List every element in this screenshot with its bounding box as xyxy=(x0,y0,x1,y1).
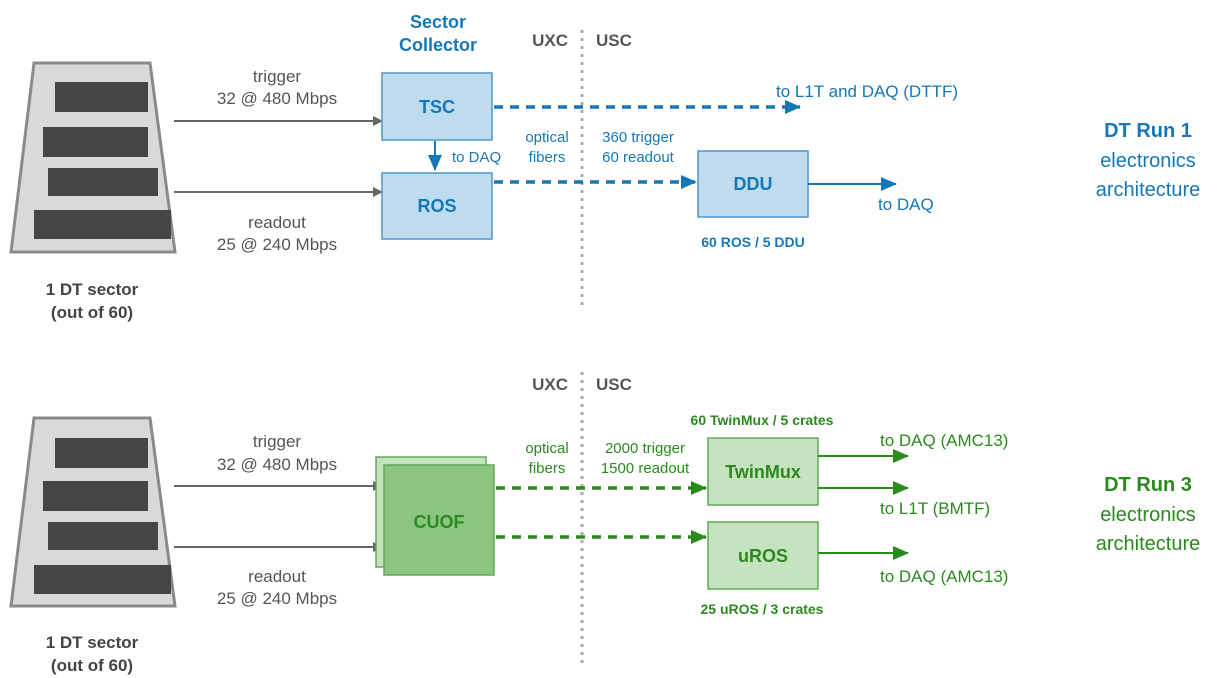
run3-zone-usc: USC xyxy=(596,375,632,394)
run3-uros-box xyxy=(707,521,819,590)
run3-readout-count: 1500 readout xyxy=(601,460,690,477)
run3-twinmux-label: TwinMux xyxy=(725,462,801,482)
run3-subtitle-2: architecture xyxy=(1096,533,1201,555)
run3-optical-1: optical xyxy=(525,440,568,457)
run3-trigger-count: 2000 trigger xyxy=(605,440,685,457)
run1-zone-uxc: UXC xyxy=(532,31,568,50)
run1-to-daq-small: to DAQ xyxy=(452,149,501,166)
run3-sector-bar-4 xyxy=(34,565,171,594)
run1-sector-bar-3 xyxy=(48,168,158,196)
run1-trigger-label: trigger xyxy=(253,67,302,86)
run1-dttf-target: to L1T and DAQ (DTTF) xyxy=(776,82,958,101)
run1-trigger-rate: 32 @ 480 Mbps xyxy=(217,89,337,108)
run3-trigger-label: trigger xyxy=(253,432,302,451)
run3-cuof-label: CUOF xyxy=(414,512,465,532)
run3-twinmux-count: 60 TwinMux / 5 crates xyxy=(691,412,834,428)
run1-collector-title-1: Sector xyxy=(410,12,466,32)
run1-zone-usc: USC xyxy=(596,31,632,50)
run3-trigger-rate: 32 @ 480 Mbps xyxy=(217,455,337,474)
run3-sector-bar-2 xyxy=(43,481,148,511)
run3-twinmux-box xyxy=(707,437,819,506)
run3-zone-uxc: UXC xyxy=(532,375,568,394)
run1-optical-1: optical xyxy=(525,129,568,146)
run3-uros-out: to DAQ (AMC13) xyxy=(880,567,1008,586)
run3-uros-label: uROS xyxy=(738,546,788,566)
run1-ddu-box xyxy=(697,150,809,218)
run1-readout-label: readout xyxy=(248,213,306,232)
run3-section: 1 DT sector (out of 60) trigger 32 @ 480… xyxy=(9,372,1201,675)
run1-subtitle-2: architecture xyxy=(1096,179,1201,201)
run1-ros-ddu-count: 60 ROS / 5 DDU xyxy=(701,234,804,250)
run1-sector-bar-4 xyxy=(34,210,171,239)
run1-ddu-output: to DAQ xyxy=(878,195,934,214)
run3-twinmux-out-l1t: to L1T (BMTF) xyxy=(880,499,990,518)
run1-readout-rate: 25 @ 240 Mbps xyxy=(217,235,337,254)
run1-readout-count: 60 readout xyxy=(602,149,675,166)
run3-title: DT Run 3 xyxy=(1104,474,1192,496)
run1-sector-label-1: 1 DT sector xyxy=(46,280,139,299)
run1-optical-2: fibers xyxy=(529,149,566,166)
run1-sector-bar-2 xyxy=(43,127,148,157)
run3-dt-sector-chamber xyxy=(9,416,177,608)
run3-twinmux-out-daq: to DAQ (AMC13) xyxy=(880,431,1008,450)
run1-collector-title-2: Collector xyxy=(399,35,477,55)
run3-readout-label: readout xyxy=(248,567,306,586)
run3-readout-rate: 25 @ 240 Mbps xyxy=(217,589,337,608)
run1-sector-bar-1 xyxy=(55,82,148,112)
run1-subtitle-1: electronics xyxy=(1100,150,1196,172)
run3-sector-label-2: (out of 60) xyxy=(51,656,133,675)
run1-dt-sector-chamber xyxy=(9,61,177,254)
run3-subtitle-1: electronics xyxy=(1100,504,1196,526)
run1-title: DT Run 1 xyxy=(1104,120,1192,142)
run1-ddu-label: DDU xyxy=(734,174,773,194)
run1-ros-label: ROS xyxy=(417,196,456,216)
run3-uros-count: 25 uROS / 3 crates xyxy=(701,601,824,617)
run3-sector-bar-3 xyxy=(48,522,158,550)
run3-cuof-box xyxy=(383,464,495,576)
run3-sector-label-1: 1 DT sector xyxy=(46,633,139,652)
run1-trigger-count: 360 trigger xyxy=(602,129,674,146)
run1-section: 1 DT sector (out of 60) trigger 32 @ 480… xyxy=(9,12,1201,322)
run1-sector-label-2: (out of 60) xyxy=(51,303,133,322)
run3-sector-bar-1 xyxy=(55,438,148,468)
run3-optical-2: fibers xyxy=(529,460,566,477)
run1-tsc-box xyxy=(381,72,493,141)
run1-tsc-label: TSC xyxy=(419,97,455,117)
run1-ros-box xyxy=(381,172,493,240)
